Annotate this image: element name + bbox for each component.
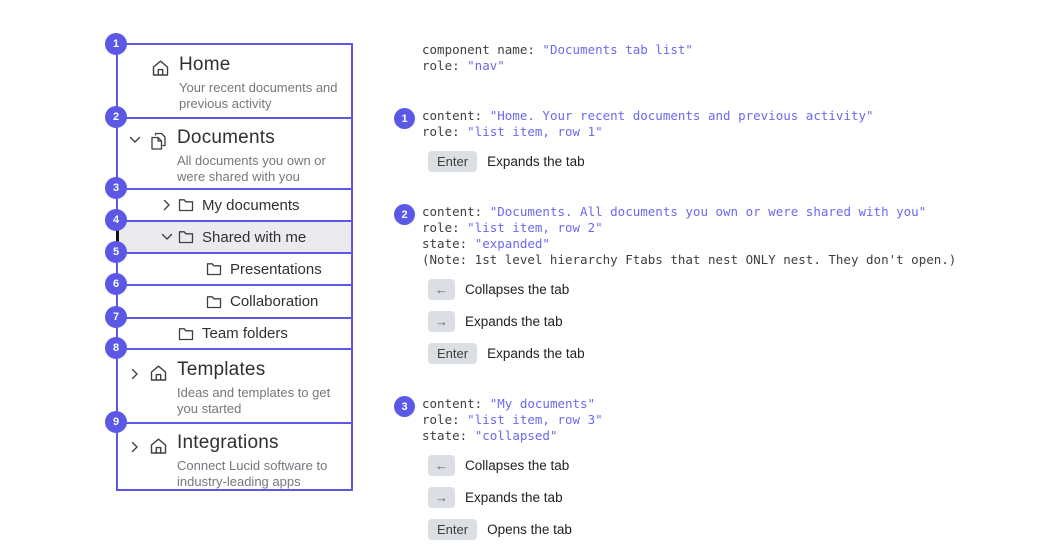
component-spec-intro: component name: "Documents tab list" rol… — [422, 42, 1014, 74]
shortcut-row: Enter Expands the tab — [428, 342, 956, 365]
nav-item-subtitle: Ideas and templates to get you started — [177, 385, 331, 416]
chevron-down-icon[interactable] — [160, 233, 174, 241]
annotation-badge-1: 1 — [105, 33, 127, 55]
annotation-badge-3: 3 — [394, 396, 415, 417]
nav-item-label: Shared with me — [202, 228, 307, 246]
arrow-left-keycap: ← — [428, 279, 455, 300]
annotation-badge-9: 9 — [105, 411, 127, 433]
shortcut-row: ← Collapses the tab — [428, 454, 603, 477]
annotation-badge-8: 8 — [105, 337, 127, 359]
nav-item-title: Templates — [177, 359, 266, 380]
spec-block-1: 1 content: "Home. Your recent documents … — [394, 108, 874, 182]
chevron-right-icon[interactable] — [160, 199, 174, 211]
arrow-left-keycap: ← — [428, 455, 455, 476]
enter-keycap: Enter — [428, 151, 478, 172]
folder-icon — [178, 230, 194, 244]
chevron-right-icon[interactable] — [128, 368, 142, 380]
spec-line: role: "nav" — [422, 58, 505, 73]
spec-line: role: "list item, row 1" — [422, 124, 603, 139]
spec-line: content: "My documents" — [422, 396, 596, 411]
nav-item-label: Team folders — [202, 325, 288, 342]
chevron-down-icon[interactable] — [128, 136, 142, 144]
nav-item-subtitle: Connect Lucid software to industry-leadi… — [177, 458, 328, 489]
shortcut-row: → Expands the tab — [428, 310, 956, 333]
shortcut-row: ← Collapses the tab — [428, 278, 956, 301]
shortcut-description: Collapses the tab — [465, 458, 570, 473]
spec-line: content: "Documents. All documents you o… — [422, 204, 927, 219]
home-icon — [148, 363, 169, 384]
nav-item-home[interactable]: 1 Home Your recent documents and previou… — [105, 33, 351, 117]
folder-icon — [178, 198, 194, 212]
folder-icon — [206, 295, 222, 309]
spec-line: role: "list item, row 3" — [422, 412, 603, 427]
shortcut-row: Enter Opens the tab — [428, 518, 603, 541]
shortcut-description: Expands the tab — [487, 154, 585, 169]
nav-item-label: Collaboration — [230, 293, 319, 310]
nav-item-templates[interactable]: 8 Templates Ideas and templates to get y… — [105, 337, 351, 422]
shortcut-description: Expands the tab — [465, 314, 563, 329]
nav-item-presentations[interactable]: 5 Presentations — [105, 241, 351, 284]
shortcut-row: → Expands the tab — [428, 486, 603, 509]
annotation-badge-6: 6 — [105, 273, 127, 295]
nav-item-shared-with-me[interactable]: 4 Shared with me — [105, 209, 351, 252]
nav-item-documents[interactable]: 2 Documents All documents you own or wer… — [105, 106, 351, 188]
arrow-right-keycap: → — [428, 311, 455, 332]
home-icon — [150, 58, 171, 79]
annotation-badge-3: 3 — [105, 177, 127, 199]
nav-item-subtitle: All documents you own or were shared wit… — [177, 153, 326, 184]
spec-line: component name: "Documents tab list" — [422, 42, 693, 57]
shortcut-row: Enter Expands the tab — [428, 150, 874, 173]
nav-item-team-folders[interactable]: 7 Team folders — [105, 306, 351, 348]
spec-block-3: 3 content: "My documents" role: "list it… — [394, 396, 603, 550]
nav-item-subtitle: Your recent documents and previous activ… — [179, 80, 338, 111]
folder-icon — [206, 262, 222, 276]
accessibility-spec: component name: "Documents tab list" rol… — [394, 42, 1014, 540]
nav-item-label: My documents — [202, 196, 300, 214]
nav-item-my-documents[interactable]: 3 My documents — [105, 177, 351, 220]
annotation-badge-7: 7 — [105, 306, 127, 328]
nav-item-integrations[interactable]: 9 Integrations Connect Lucid software to… — [105, 411, 351, 489]
shortcut-description: Collapses the tab — [465, 282, 570, 297]
nav-item-label: Presentations — [230, 260, 322, 278]
annotation-badge-5: 5 — [105, 241, 127, 263]
spec-line: state: "expanded" — [422, 236, 550, 251]
shortcut-description: Expands the tab — [465, 490, 563, 505]
annotation-badge-2: 2 — [105, 106, 127, 128]
nav-item-title: Documents — [177, 127, 275, 148]
nav-item-collaboration[interactable]: 6 Collaboration — [105, 273, 351, 317]
nav-item-title: Home — [179, 54, 231, 75]
documents-icon — [148, 131, 169, 152]
spec-line: role: "list item, row 2" — [422, 220, 603, 235]
spec-line: content: "Home. Your recent documents an… — [422, 108, 874, 123]
spec-note-line: (Note: 1st level hierarchy Ftabs that ne… — [422, 252, 957, 267]
annotation-badge-2: 2 — [394, 204, 415, 225]
folder-icon — [178, 327, 194, 341]
enter-keycap: Enter — [428, 343, 478, 364]
annotation-badge-1: 1 — [394, 108, 415, 129]
documents-tab-list-panel: 1 Home Your recent documents and previou… — [105, 33, 353, 491]
arrow-right-keycap: → — [428, 487, 455, 508]
shortcut-description: Expands the tab — [487, 346, 585, 361]
spec-block-2: 2 content: "Documents. All documents you… — [394, 204, 956, 374]
home-icon — [148, 436, 169, 457]
spec-line: state: "collapsed" — [422, 428, 558, 443]
annotation-badge-4: 4 — [105, 209, 127, 231]
enter-keycap: Enter — [428, 519, 478, 540]
nav-item-title: Integrations — [177, 432, 279, 453]
shortcut-description: Opens the tab — [487, 522, 572, 537]
chevron-right-icon[interactable] — [128, 441, 142, 453]
